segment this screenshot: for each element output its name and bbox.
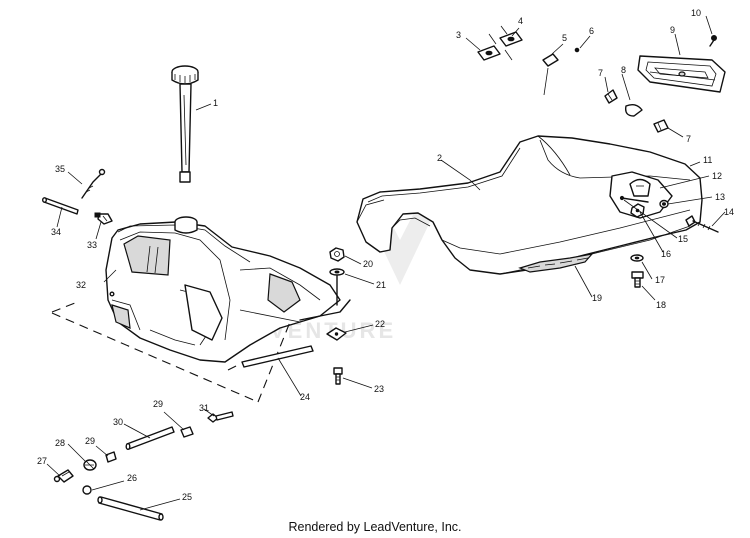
part-31-bolt[interactable]: [207, 411, 234, 423]
part-8-bulb[interactable]: [624, 103, 643, 117]
callout-25: 25: [182, 492, 192, 502]
part-23-bolt[interactable]: [333, 367, 343, 385]
part-33-fitting[interactable]: [94, 212, 113, 225]
callout-33: 33: [87, 240, 97, 250]
tank-group-outline: [51, 302, 291, 403]
callout-3: 3: [456, 30, 461, 40]
callout-24: 24: [300, 392, 310, 402]
part-15-latch-pin[interactable]: [619, 195, 649, 203]
callout-8: 8: [621, 65, 626, 75]
callout-30: 30: [113, 417, 123, 427]
callout-6: 6: [589, 26, 594, 36]
callout-11: 11: [703, 155, 712, 165]
callout-9: 9: [670, 25, 675, 35]
part-14-screw[interactable]: [685, 215, 719, 233]
callout-21: 21: [376, 280, 386, 290]
part-17-washer[interactable]: [630, 254, 644, 262]
part-22-plate[interactable]: [326, 327, 347, 341]
leader-lines: [46, 15, 726, 511]
callout-29-lower: 29: [85, 436, 95, 446]
bracket-screws-3-4: [488, 25, 513, 61]
part-5-clip[interactable]: [542, 53, 559, 96]
callout-2: 2: [437, 153, 442, 163]
callout-20: 20: [363, 259, 373, 269]
part-25-rod[interactable]: [97, 496, 164, 521]
callout-7-lower: 7: [686, 134, 691, 144]
callout-31: 31: [199, 403, 209, 413]
part-28-grommet[interactable]: [83, 459, 97, 471]
callout-32: 32: [76, 280, 86, 290]
callout-7-upper: 7: [598, 68, 603, 78]
part-34-rod[interactable]: [42, 197, 79, 215]
callout-4: 4: [518, 16, 523, 26]
callout-35: 35: [55, 164, 65, 174]
callout-19: 19: [592, 293, 602, 303]
callout-27: 27: [37, 456, 47, 466]
part-20-nut[interactable]: [329, 247, 345, 262]
part-27-fitting[interactable]: [53, 469, 74, 483]
callout-28: 28: [55, 438, 65, 448]
part-9-taillight-housing[interactable]: [637, 55, 726, 93]
callout-34: 34: [51, 227, 61, 237]
part-10-screw[interactable]: [709, 35, 717, 47]
callout-5: 5: [562, 33, 567, 43]
part-21-washer[interactable]: [329, 268, 345, 306]
callout-16: 16: [661, 249, 671, 259]
callout-15: 15: [678, 234, 688, 244]
part-6-screw[interactable]: [574, 47, 580, 53]
callout-14: 14: [724, 207, 734, 217]
part-29-sleeve-lower[interactable]: [105, 451, 117, 463]
part-4-bracket[interactable]: [499, 31, 523, 47]
footer-credit: Rendered by LeadVenture, Inc.: [288, 520, 462, 534]
part-12-latch-bracket[interactable]: [609, 171, 673, 219]
callout-22: 22: [375, 319, 385, 329]
callout-29-upper: 29: [153, 399, 163, 409]
part-13-grommet[interactable]: [659, 199, 669, 209]
part-7-connector-upper[interactable]: [604, 89, 618, 104]
part-32-fuel-tank[interactable]: [105, 216, 351, 363]
part-24-strip[interactable]: [241, 345, 314, 368]
part-30-rod[interactable]: [125, 426, 175, 451]
part-35-strap[interactable]: [81, 168, 106, 199]
callout-26: 26: [127, 473, 137, 483]
callout-17: 17: [655, 275, 665, 285]
part-19-seat-pan[interactable]: [518, 253, 594, 273]
callout-18: 18: [656, 300, 666, 310]
part-3-bracket[interactable]: [477, 45, 501, 61]
callout-labels: 1 2 3 4 5 6 7 7 8 9 10 11 12 13 14 15 16…: [37, 8, 734, 502]
callout-23: 23: [374, 384, 384, 394]
callout-12: 12: [712, 171, 722, 181]
part-7-connector-lower[interactable]: [653, 119, 669, 133]
callout-10: 10: [691, 8, 701, 18]
part-2-seat[interactable]: [356, 135, 703, 275]
part-18-bolt[interactable]: [631, 271, 644, 288]
part-26-cap[interactable]: [82, 485, 92, 495]
callout-13: 13: [715, 192, 725, 202]
callout-1: 1: [213, 98, 218, 108]
part-1-filler-tube[interactable]: [171, 65, 199, 183]
